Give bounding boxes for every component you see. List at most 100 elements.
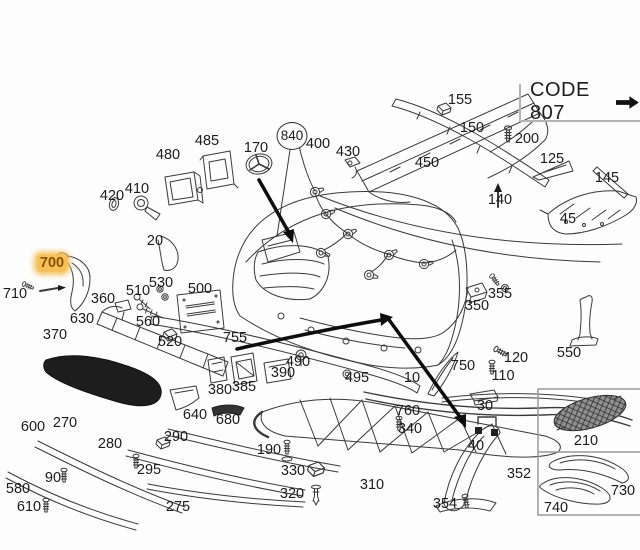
trim-strip-760-drawing xyxy=(441,393,593,404)
part-label-360[interactable]: 360 xyxy=(90,290,116,307)
code-807-label: CODE 807 xyxy=(530,79,590,124)
part-label-420[interactable]: 420 xyxy=(99,187,125,204)
part-label-550[interactable]: 550 xyxy=(556,344,582,361)
part-label-30[interactable]: 30 xyxy=(476,397,494,414)
trim-strip-280-drawing xyxy=(125,449,306,497)
part-label-400[interactable]: 400 xyxy=(305,135,331,152)
part-label-40[interactable]: 40 xyxy=(467,437,485,454)
part-label-320[interactable]: 320 xyxy=(279,485,305,502)
part-label-390[interactable]: 390 xyxy=(270,364,296,381)
wedge-680-drawing xyxy=(211,404,245,417)
part-label-210[interactable]: 210 xyxy=(573,432,599,449)
part-label-140[interactable]: 140 xyxy=(487,191,513,208)
part-label-760[interactable]: 760 xyxy=(395,402,421,419)
part-label-610[interactable]: 610 xyxy=(16,498,42,515)
part-label-200[interactable]: 200 xyxy=(514,130,540,147)
part-label-730[interactable]: 730 xyxy=(610,482,636,499)
part-label-410[interactable]: 410 xyxy=(124,180,150,197)
reference-arrows xyxy=(235,178,466,428)
leader-arrow-700-icon xyxy=(39,285,66,292)
bracket-380-drawing xyxy=(207,356,228,384)
trim-strip-275-drawing xyxy=(146,483,306,508)
lower-beam-755-drawing xyxy=(149,315,421,394)
part-label-280[interactable]: 280 xyxy=(97,435,123,452)
sensor-410-drawing xyxy=(133,195,161,221)
part-label-145[interactable]: 145 xyxy=(594,169,620,186)
part-label-270[interactable]: 270 xyxy=(52,414,78,431)
part-label-710[interactable]: 710 xyxy=(2,285,28,302)
part-label-385[interactable]: 385 xyxy=(231,378,257,395)
part-label-480[interactable]: 480 xyxy=(155,146,181,163)
wiring-harness-400-drawing xyxy=(296,135,623,283)
bracket-20-drawing xyxy=(157,235,179,271)
part-label-840[interactable]: 840 xyxy=(276,122,308,150)
energy-absorber-370-drawing xyxy=(43,355,162,407)
part-label-490[interactable]: 490 xyxy=(285,353,311,370)
inset-panel-borders xyxy=(537,388,640,516)
code-807-box: CODE 807 xyxy=(519,79,640,124)
part-label-640[interactable]: 640 xyxy=(182,406,208,423)
trim-strip-600-drawing xyxy=(34,440,186,514)
part-label-155[interactable]: 155 xyxy=(447,91,473,108)
part-label-700[interactable]: 700 xyxy=(36,254,68,272)
part-label-740[interactable]: 740 xyxy=(543,499,569,516)
part-label-500[interactable]: 500 xyxy=(187,280,213,297)
screw-355-drawing xyxy=(488,272,509,292)
part-label-600[interactable]: 600 xyxy=(20,418,46,435)
part-label-354[interactable]: 354 xyxy=(432,495,458,512)
part-label-110[interactable]: 110 xyxy=(491,367,515,384)
part-label-750[interactable]: 750 xyxy=(450,357,476,374)
callout-840-leader-drawing xyxy=(261,149,301,263)
part-label-530[interactable]: 530 xyxy=(148,274,174,291)
part-label-290[interactable]: 290 xyxy=(163,428,189,445)
part-label-580[interactable]: 580 xyxy=(5,480,31,497)
clip-360-drawing xyxy=(114,299,132,321)
trim-strip-580-drawing xyxy=(5,471,139,531)
part-label-170[interactable]: 170 xyxy=(243,139,269,156)
nuts-530-drawing xyxy=(156,285,169,301)
part-label-380[interactable]: 380 xyxy=(207,381,233,398)
part-label-330[interactable]: 330 xyxy=(280,462,306,479)
part-label-45[interactable]: 45 xyxy=(559,210,577,227)
part-label-355[interactable]: 355 xyxy=(487,285,513,302)
part-label-510[interactable]: 510 xyxy=(125,282,151,299)
camera-480-drawing xyxy=(164,171,204,206)
part-label-10[interactable]: 10 xyxy=(403,369,421,386)
part-label-630[interactable]: 630 xyxy=(69,310,95,327)
rivet-320-drawing xyxy=(311,484,321,506)
arrow-up-140-icon xyxy=(494,183,502,208)
part-label-20[interactable]: 20 xyxy=(146,232,164,249)
part-label-430[interactable]: 430 xyxy=(335,143,361,160)
part-label-495[interactable]: 495 xyxy=(344,369,370,386)
right-arrow-icon xyxy=(616,95,640,109)
part-label-150[interactable]: 150 xyxy=(459,119,485,136)
part-label-310[interactable]: 310 xyxy=(359,476,385,493)
part-label-560[interactable]: 560 xyxy=(135,313,161,330)
bracket-485-drawing xyxy=(199,150,239,190)
bolt-510-drawing xyxy=(133,293,151,310)
part-label-755[interactable]: 755 xyxy=(222,329,248,346)
part-label-295[interactable]: 295 xyxy=(136,461,162,478)
part-label-125[interactable]: 125 xyxy=(539,150,565,167)
part-label-370[interactable]: 370 xyxy=(42,326,68,343)
sensor-490-drawing xyxy=(295,349,307,367)
part-label-680[interactable]: 680 xyxy=(215,411,241,428)
trim-strip-150-drawing xyxy=(391,98,550,188)
grille-carrier-630-drawing xyxy=(96,305,229,377)
part-label-120[interactable]: 120 xyxy=(503,349,529,366)
side-bracket-700-drawing xyxy=(56,252,91,312)
trim-triangle-125-drawing xyxy=(532,160,574,181)
part-label-352[interactable]: 352 xyxy=(506,465,532,482)
part-label-450[interactable]: 450 xyxy=(414,154,440,171)
mesh-grille-210-drawing xyxy=(553,394,627,432)
part-label-340[interactable]: 340 xyxy=(397,420,423,437)
part-label-520[interactable]: 520 xyxy=(157,333,183,350)
part-label-190[interactable]: 190 xyxy=(256,441,282,458)
part-label-485[interactable]: 485 xyxy=(194,132,220,149)
part-label-90[interactable]: 90 xyxy=(44,469,62,486)
part-label-350[interactable]: 350 xyxy=(464,297,490,314)
part-label-275[interactable]: 275 xyxy=(165,498,191,515)
